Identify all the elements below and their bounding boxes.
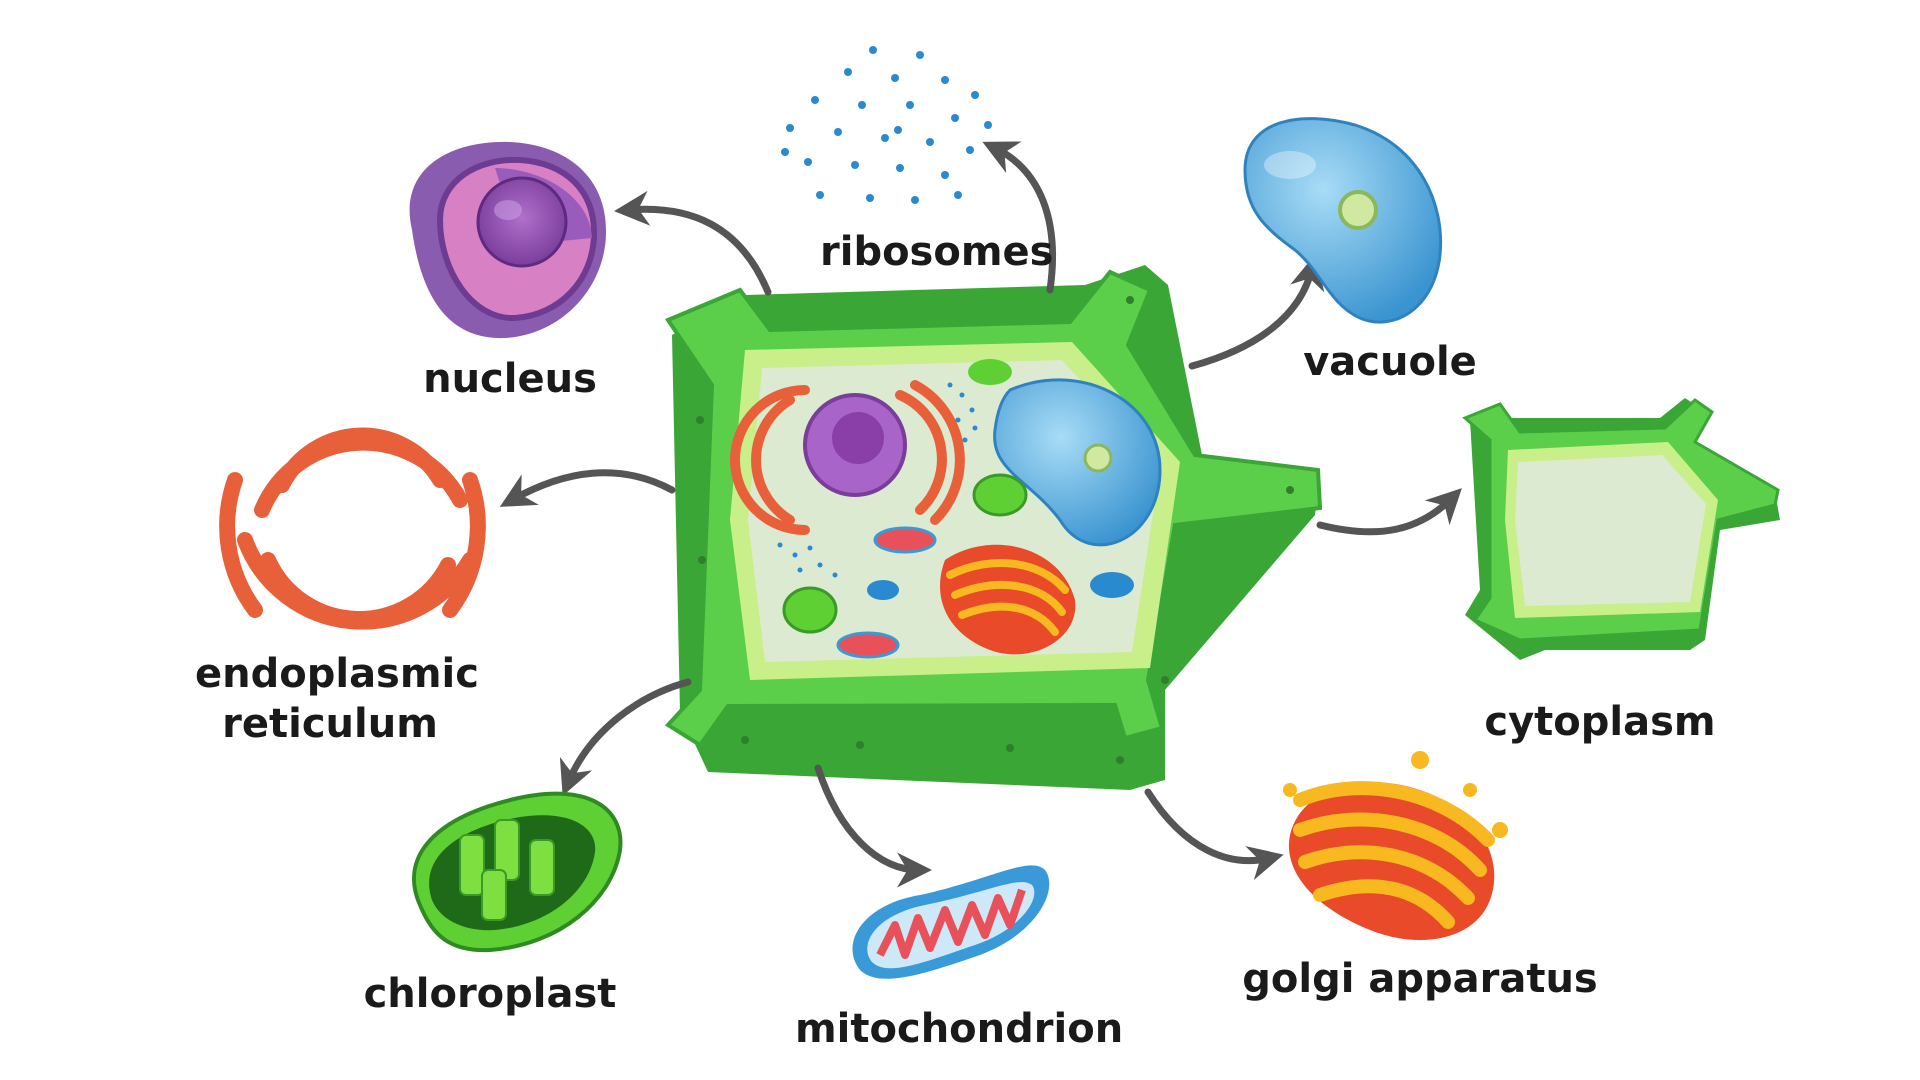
arrow-vacuole xyxy=(1188,254,1325,370)
cell-golgi xyxy=(940,544,1076,655)
cytoplasm-illustration xyxy=(1462,398,1780,660)
label-ribosomes: ribosomes xyxy=(820,229,1054,275)
label-er-line2: reticulum xyxy=(222,701,438,747)
cell-wall-pits xyxy=(696,296,1294,764)
arrow-mitochondrion xyxy=(814,764,932,888)
label-nucleus: nucleus xyxy=(423,356,597,402)
cell-small-vacuole-2 xyxy=(1090,572,1134,598)
arrow-golgi xyxy=(1144,788,1284,881)
label-golgi: golgi apparatus xyxy=(1242,956,1598,1002)
arrow-chloroplast xyxy=(559,678,692,796)
ribosomes-illustration xyxy=(781,46,992,204)
cell-er xyxy=(730,380,965,535)
vacuole-illustration xyxy=(1243,117,1443,324)
cell-small-vacuole xyxy=(867,580,899,600)
golgi-illustration xyxy=(1283,751,1508,940)
cell-chloroplasts xyxy=(782,359,1028,634)
plant-cell xyxy=(664,265,1323,790)
label-mitochondrion: mitochondrion xyxy=(795,1006,1124,1052)
arrow-er xyxy=(499,469,676,507)
arrow-nucleus xyxy=(614,190,772,296)
er-illustration xyxy=(219,427,486,630)
arrow-ribosomes xyxy=(982,141,1056,294)
label-cytoplasm: cytoplasm xyxy=(1484,699,1716,745)
mitochondrion-illustration xyxy=(852,865,1050,979)
cell-mitochondria xyxy=(836,526,937,659)
chloroplast-illustration xyxy=(412,791,623,953)
cell-nucleus xyxy=(803,393,907,497)
label-vacuole: vacuole xyxy=(1303,339,1477,385)
cell-vacuole xyxy=(993,378,1162,547)
label-er-line1: endoplasmic xyxy=(195,651,479,697)
label-chloroplast: chloroplast xyxy=(363,971,617,1017)
nucleus-illustration xyxy=(409,141,607,339)
arrow-cytoplasm xyxy=(1316,488,1462,536)
cell-ribosomes xyxy=(777,382,978,578)
arrows xyxy=(499,141,1462,888)
